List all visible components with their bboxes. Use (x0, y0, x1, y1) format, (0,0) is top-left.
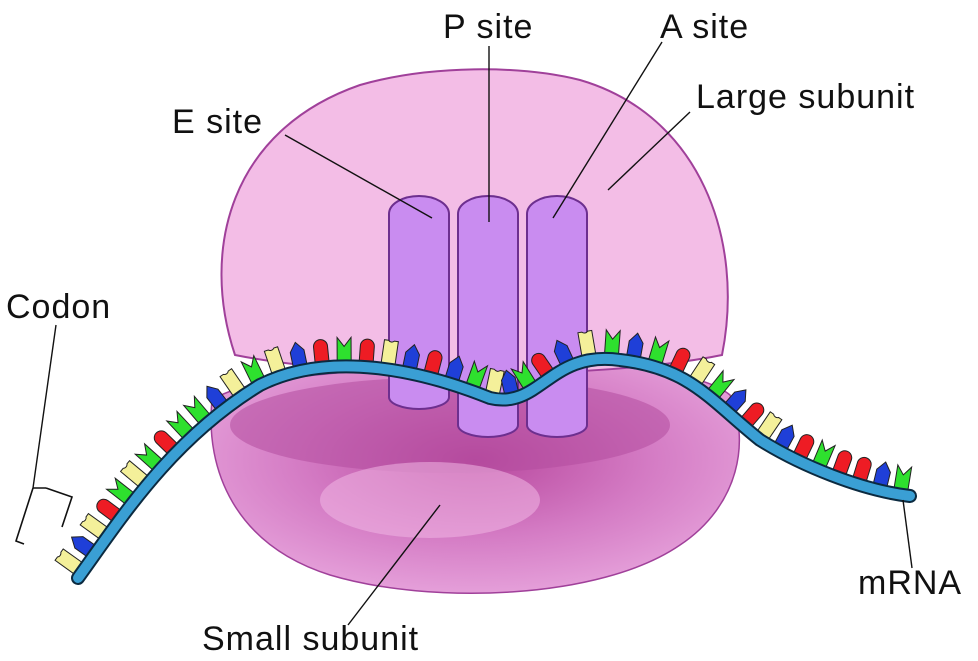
codon-base-yellow (689, 356, 716, 386)
codon-base-red (852, 456, 872, 483)
a-site-label: A site (660, 8, 750, 46)
e-site-leader (284, 134, 433, 219)
codon-base-red (313, 339, 330, 364)
e-site-label: E site (172, 103, 264, 141)
codon-base-yellow (756, 411, 783, 441)
codon-base-yellow (54, 548, 84, 575)
codon-base-red (832, 450, 853, 476)
a-site-cylinder (526, 195, 588, 438)
codon-label: Codon (6, 288, 112, 326)
codon-base-green (893, 463, 913, 492)
codon-base-yellow (380, 339, 399, 367)
a-site-leader (552, 41, 663, 219)
codon-base-yellow (263, 346, 286, 375)
mrna-label: mRNA (858, 564, 963, 602)
mrna-codon-bases (54, 328, 913, 575)
codon-base-red (669, 347, 691, 374)
leader-lines (32, 41, 913, 626)
codon-base-red (423, 350, 443, 376)
codon-base-yellow (79, 512, 109, 540)
codon-bracket (15, 487, 46, 545)
small-subunit-leader (347, 504, 441, 626)
codon-bracket-right (45, 487, 74, 528)
codon-base-red (358, 338, 375, 364)
small-subunit-label: Small subunit (202, 620, 420, 658)
mrna-strand (73, 353, 915, 583)
codon-base-yellow (219, 368, 246, 398)
small-subunit-highlight (320, 462, 540, 538)
codon-base-yellow (577, 329, 597, 358)
large-subunit-leader (607, 111, 691, 191)
codon-base-yellow (484, 367, 505, 396)
codon-base-yellow (119, 460, 149, 488)
codon-base-red (792, 434, 815, 460)
p-site-label: P site (443, 8, 534, 46)
mrna-leader (902, 499, 913, 569)
codon-leader (32, 324, 57, 489)
large-subunit-label: Large subunit (696, 78, 916, 116)
